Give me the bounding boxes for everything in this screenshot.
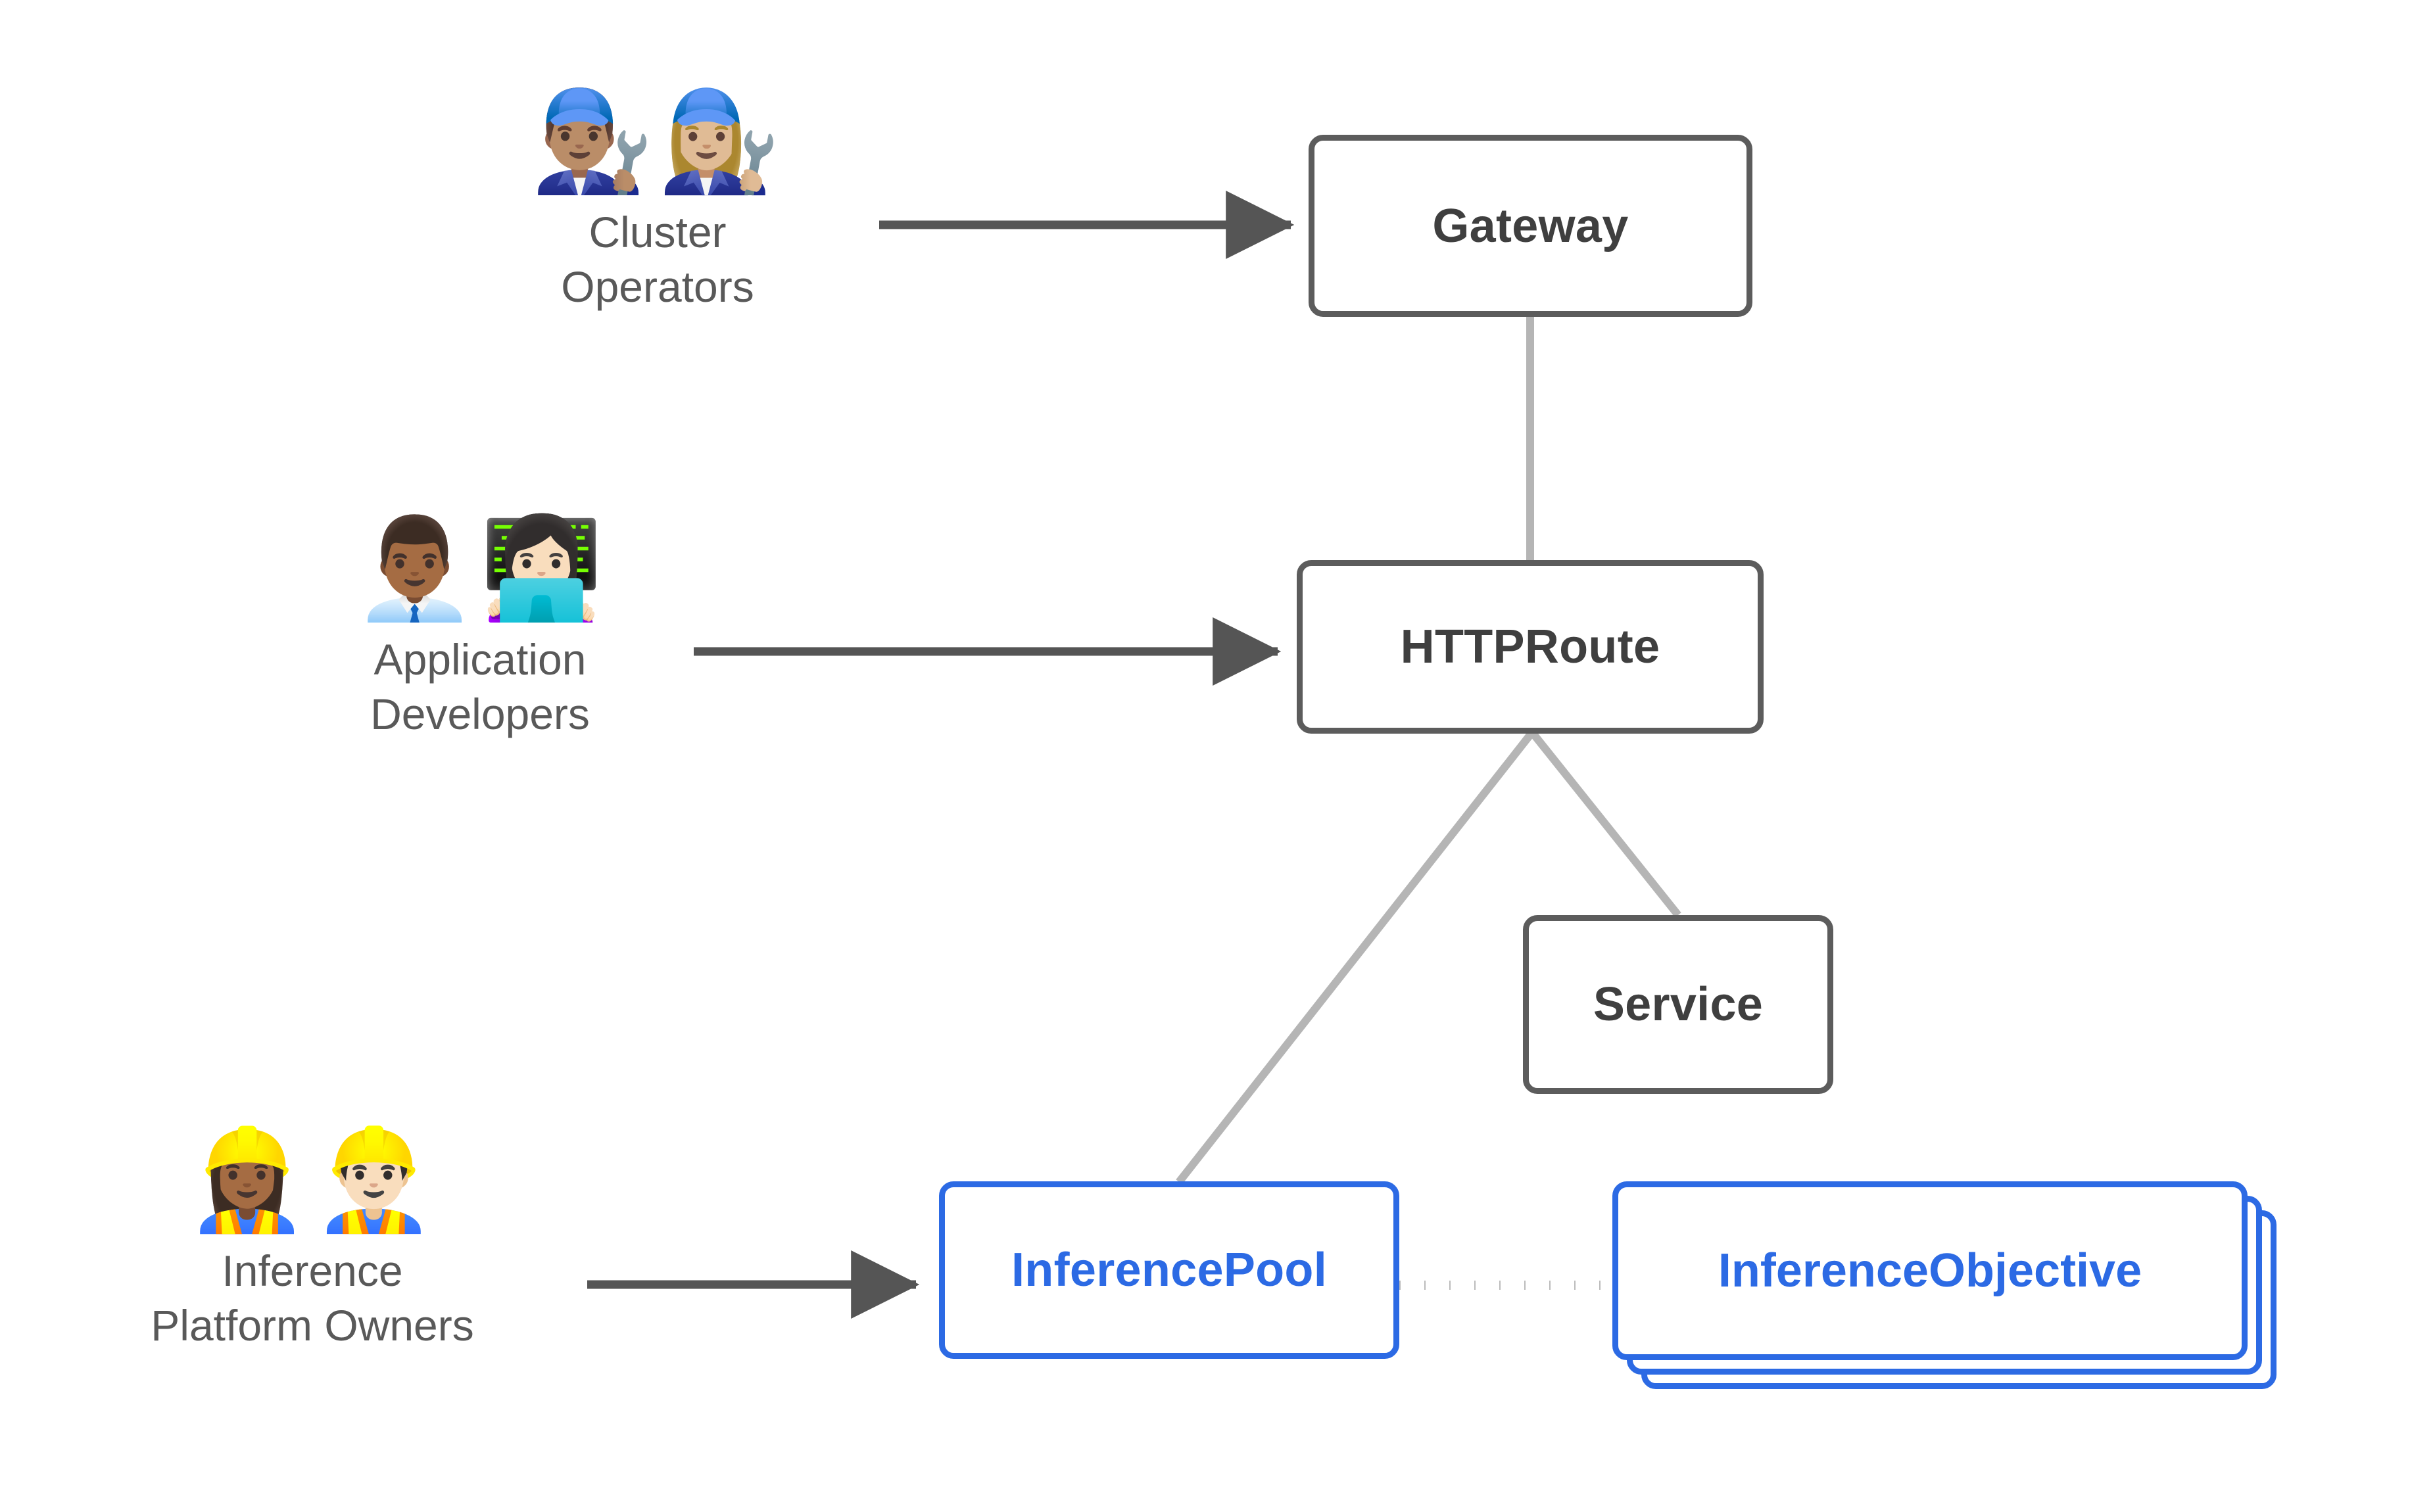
- cluster-operators-emoji: 👨🏽‍🔧👩🏼‍🔧: [531, 84, 784, 199]
- actor-inference-platform-owners: 👷🏾‍♀️👷🏻‍♂️ Inference Platform Owners: [85, 1131, 539, 1352]
- inferenceobjective-card-front[interactable]: InferenceObjective: [1612, 1181, 2248, 1360]
- node-httproute-label: HTTPRoute: [1400, 621, 1660, 673]
- node-gateway-label: Gateway: [1432, 199, 1629, 252]
- inference-platform-owners-emoji: 👷🏾‍♀️👷🏻‍♂️: [185, 1123, 439, 1237]
- inference-platform-owners-label: Inference Platform Owners: [151, 1246, 474, 1350]
- edge-httproute-to-inferencepool: [1176, 730, 1535, 1185]
- node-httproute[interactable]: HTTPRoute: [1297, 560, 1764, 734]
- node-service-label: Service: [1593, 978, 1764, 1031]
- actor-application-developers: 👨🏾‍💼👩🏻‍💻 Application Developers: [296, 519, 664, 741]
- node-inferenceobjective-stack[interactable]: InferenceObjective: [1612, 1181, 2276, 1389]
- cluster-operators-label: Cluster Operators: [561, 208, 754, 311]
- application-developers-label: Application Developers: [370, 635, 590, 738]
- node-inferenceobjective-label: InferenceObjective: [1718, 1244, 2142, 1297]
- node-gateway[interactable]: Gateway: [1309, 135, 1752, 317]
- application-developers-emoji: 👨🏾‍💼👩🏻‍💻: [353, 511, 607, 626]
- node-inferencepool-label: InferencePool: [1011, 1244, 1328, 1296]
- edge-httproute-to-service: [1529, 730, 1681, 918]
- actor-cluster-operators: 👨🏽‍🔧👩🏼‍🔧 Cluster Operators: [487, 92, 829, 314]
- node-inferencepool[interactable]: InferencePool: [939, 1181, 1399, 1359]
- node-service[interactable]: Service: [1523, 915, 1833, 1094]
